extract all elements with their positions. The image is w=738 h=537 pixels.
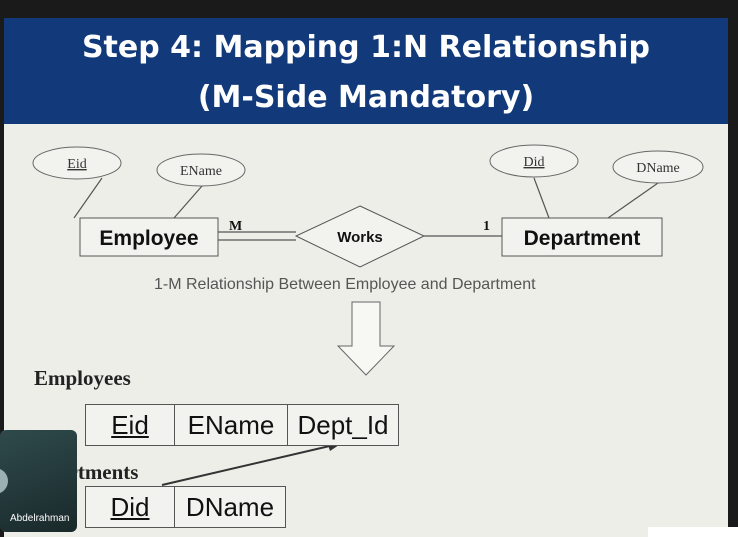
employees-table-label: Employees (34, 366, 131, 390)
er-diagram: Eid EName Did DName Employee Department … (32, 144, 704, 486)
diagram-caption: 1-M Relationship Between Employee and De… (154, 276, 536, 293)
departments-col-dname: DName (185, 492, 275, 522)
ename-connector (173, 185, 203, 219)
employees-col-ename: EName (175, 405, 288, 445)
employees-table: Eid EName Dept_Id (85, 404, 399, 446)
dname-connector (607, 182, 659, 219)
entity-employee-label: Employee (99, 227, 198, 250)
attr-eid-label: Eid (67, 157, 86, 172)
relationship-works-label: Works (337, 229, 383, 246)
slide: Step 4: Mapping 1:N Relationship (M-Side… (4, 18, 728, 537)
attr-dname-ellipse (612, 150, 704, 184)
departments-table: Did DName (85, 486, 286, 528)
attr-dname-label: DName (636, 161, 680, 176)
attr-eid-ellipse (32, 146, 122, 180)
relationship-works-diamond (294, 205, 426, 268)
entity-department-label: Department (524, 227, 641, 250)
entity-department-box (501, 217, 663, 257)
slide-title-bar: Step 4: Mapping 1:N Relationship (M-Side… (4, 18, 728, 124)
employees-col-eid: Eid (86, 405, 175, 445)
slide-title-line1: Step 4: Mapping 1:N Relationship (81, 30, 651, 65)
participant-name: Abdelrahman (10, 513, 70, 524)
eid-connector (73, 177, 103, 219)
attr-did-ellipse (489, 144, 579, 178)
slide-title-line2: (M-Side Mandatory) (197, 80, 535, 115)
employees-col-dept-id: Dept_Id (297, 410, 389, 440)
cardinality-m: M (229, 219, 242, 234)
departments-col-did: Did (86, 487, 175, 527)
cardinality-1: 1 (483, 219, 490, 234)
attr-ename-label: EName (180, 164, 222, 179)
attr-ename-ellipse (156, 153, 246, 187)
attr-did-label: Did (524, 155, 545, 170)
did-connector (533, 177, 550, 219)
mapping-down-arrow-icon (336, 301, 396, 376)
entity-employee-box (79, 217, 219, 257)
webcam-tile[interactable]: Abdelrahman (0, 430, 77, 532)
bottom-edge-strip (648, 527, 738, 537)
participant-avatar (0, 468, 8, 494)
fk-reference-line (161, 444, 335, 486)
